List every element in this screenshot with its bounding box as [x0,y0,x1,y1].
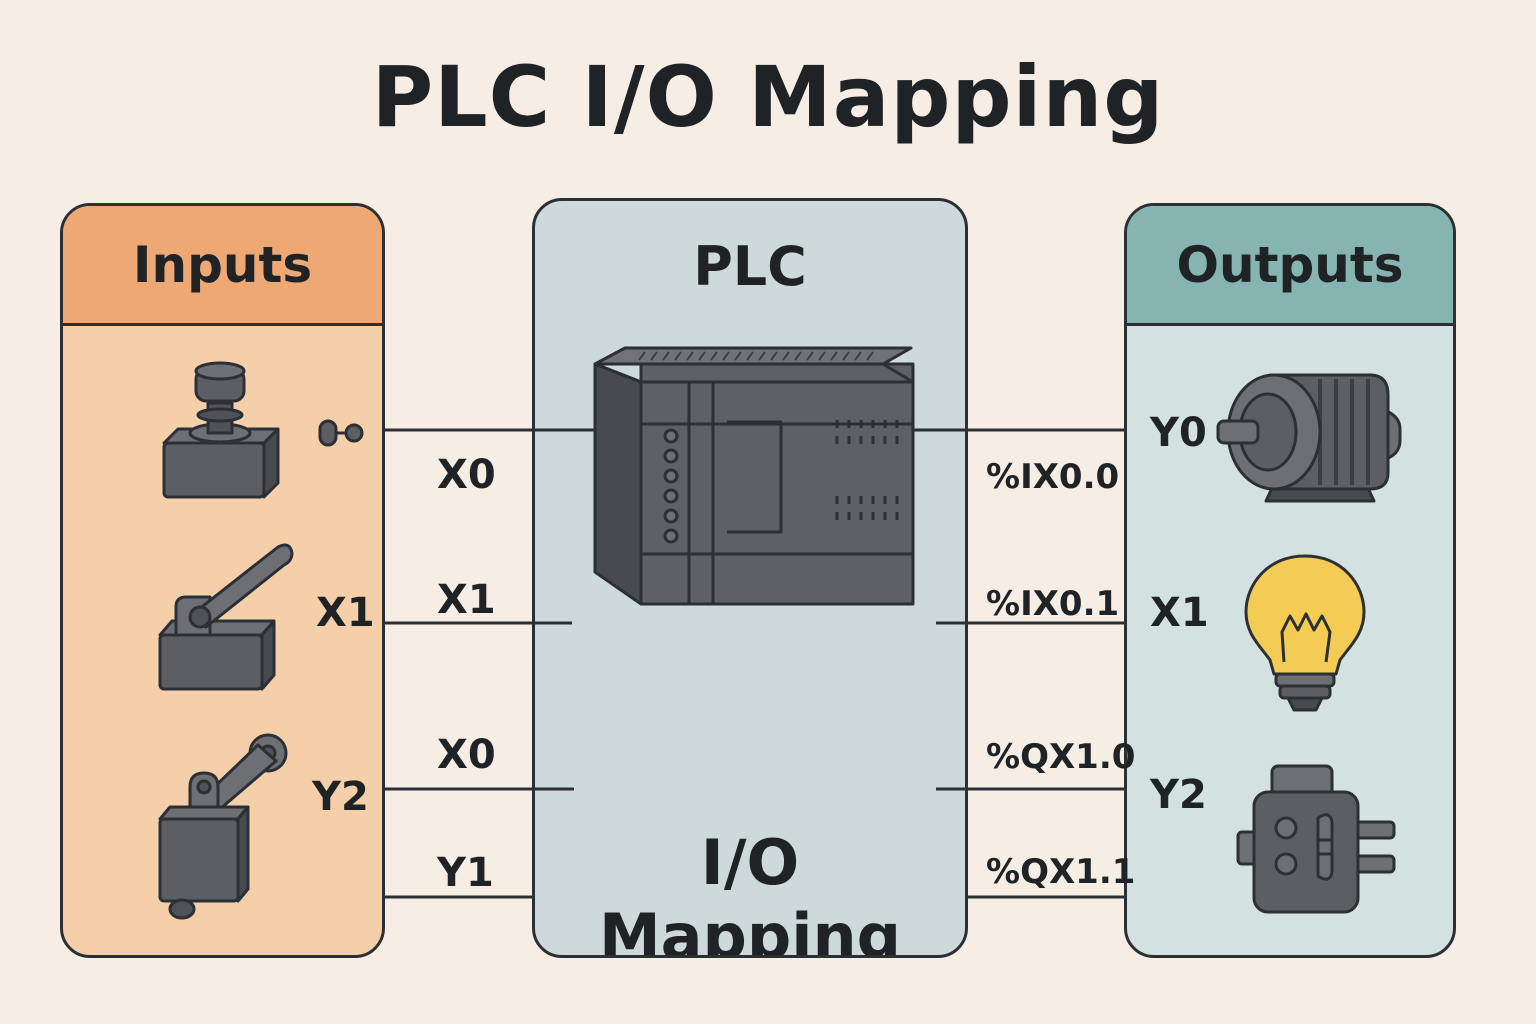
plc-module-icon [593,346,915,606]
output-label-y2: Y2 [1150,772,1207,818]
signal-address-1: %IX0.0 [986,457,1120,497]
signal-address-2: %IX0.1 [986,584,1120,624]
input-label-x1: X1 [316,590,375,636]
solenoid-valve-icon [1236,764,1396,914]
plc-caption: I/O Mapping [535,826,965,958]
plc-caption-line1: I/O [700,826,800,899]
plc-caption-line2: Mapping [598,900,902,958]
motor-icon [1216,373,1402,503]
signal-tag-2: X1 [437,577,496,623]
contact-icon [318,419,364,447]
output-label-x1: X1 [1150,590,1209,636]
signal-address-3: %QX1.0 [986,737,1136,777]
signal-tag-4: Y1 [437,850,494,896]
plc-header: PLC [693,235,807,298]
signal-tag-3: X0 [437,732,496,778]
push-button-icon [162,361,280,499]
page-title: PLC I/O Mapping [371,48,1165,146]
lever-switch-icon [158,543,294,691]
input-label-y2: Y2 [312,774,369,820]
signal-address-4: %QX1.1 [986,852,1136,892]
inputs-header: Inputs [63,206,382,326]
limit-switch-icon [158,733,288,920]
inputs-panel: Inputs [60,203,385,958]
outputs-header: Outputs [1127,206,1453,326]
output-label-y0: Y0 [1150,410,1207,456]
signal-tag-1: X0 [437,452,496,498]
light-bulb-icon [1244,554,1366,712]
